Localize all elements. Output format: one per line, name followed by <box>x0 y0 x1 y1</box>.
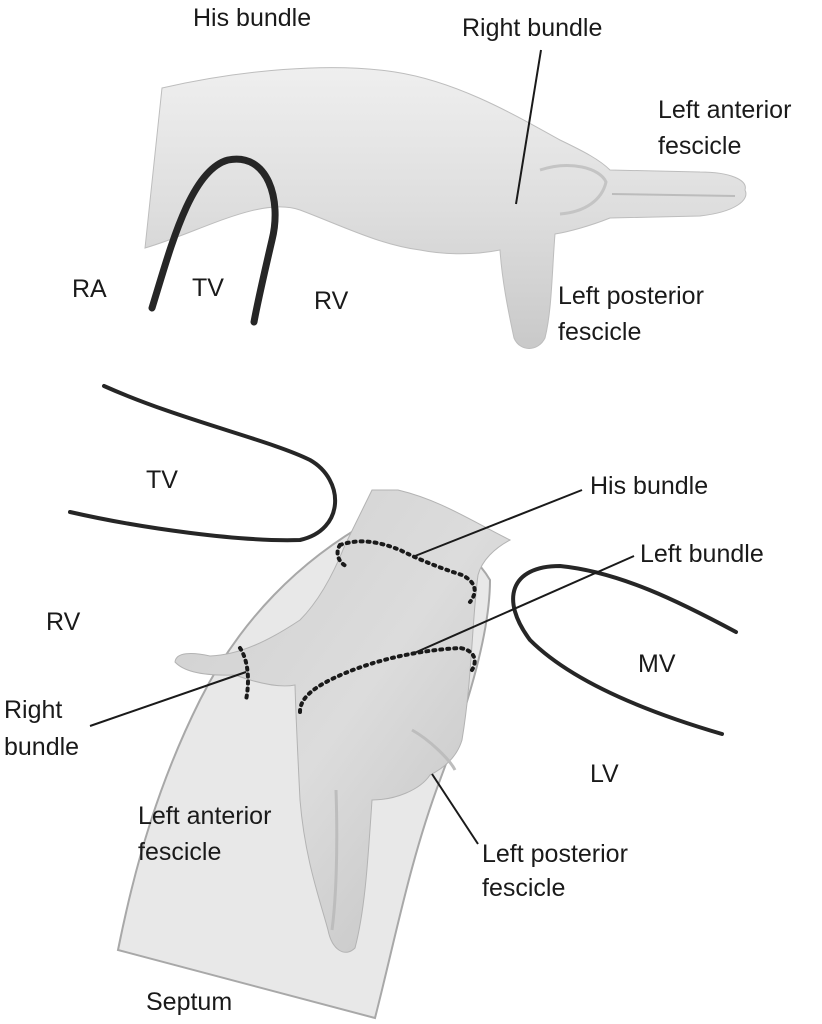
top-label-left-anterior-2: fescicle <box>658 132 741 160</box>
bottom-hand-shape <box>174 489 512 953</box>
bottom-label-left-posterior-2: fescicle <box>482 874 565 902</box>
top-label-left-posterior-1: Left posterior <box>558 282 704 310</box>
bottom-label-left-bundle: Left bundle <box>640 540 764 568</box>
top-right-bundle-leader <box>515 49 542 205</box>
bottom-label-septum: Septum <box>146 988 232 1016</box>
top-tv-valve-line <box>148 155 279 326</box>
leader-right-bundle <box>89 671 247 727</box>
bottom-label-left-anterior-1: Left anterior <box>138 802 271 830</box>
leader-left-posterior <box>431 773 479 845</box>
dotted-left-bundle-boundary <box>298 645 477 714</box>
bottom-label-tv: TV <box>146 466 178 494</box>
bottom-label-rv: RV <box>46 608 81 636</box>
leader-left-bundle <box>411 555 635 655</box>
dotted-right-bundle-boundary <box>238 646 250 702</box>
leader-his-bundle <box>414 489 583 557</box>
bottom-label-mv: MV <box>638 650 676 678</box>
bottom-hand-finger-split <box>330 789 339 931</box>
bottom-label-lv: LV <box>590 760 619 788</box>
top-panel: His bundle Right bundle Left anterior fe… <box>72 4 791 349</box>
dotted-his-bundle-boundary <box>338 539 477 604</box>
top-label-left-posterior-2: fescicle <box>558 318 641 346</box>
bottom-tv-valve-line <box>68 384 337 543</box>
top-hand-knuckle-shading <box>539 164 608 216</box>
top-label-his-bundle: His bundle <box>193 4 311 32</box>
bottom-label-right-bundle-2: bundle <box>4 733 79 761</box>
bottom-label-right-bundle-1: Right <box>4 696 62 724</box>
top-hand-finger-crease <box>611 193 736 197</box>
top-label-left-anterior-1: Left anterior <box>658 96 791 124</box>
bottom-hand-thumb-shading <box>411 728 457 771</box>
bottom-panel: TV His bundle Left bundle RV MV Right bu… <box>4 384 764 1020</box>
bottom-label-his-bundle: His bundle <box>590 472 708 500</box>
top-label-rv: RV <box>314 287 349 315</box>
top-hand-shape <box>144 67 747 349</box>
top-label-ra: RA <box>72 275 107 303</box>
dotted-his-left-edge <box>335 543 348 568</box>
top-label-right-bundle: Right bundle <box>462 14 602 42</box>
bottom-label-left-posterior-1: Left posterior <box>482 840 628 868</box>
bottom-mv-valve-line <box>511 563 738 736</box>
top-label-tv: TV <box>192 274 224 302</box>
bottom-label-left-anterior-2: fescicle <box>138 838 221 866</box>
